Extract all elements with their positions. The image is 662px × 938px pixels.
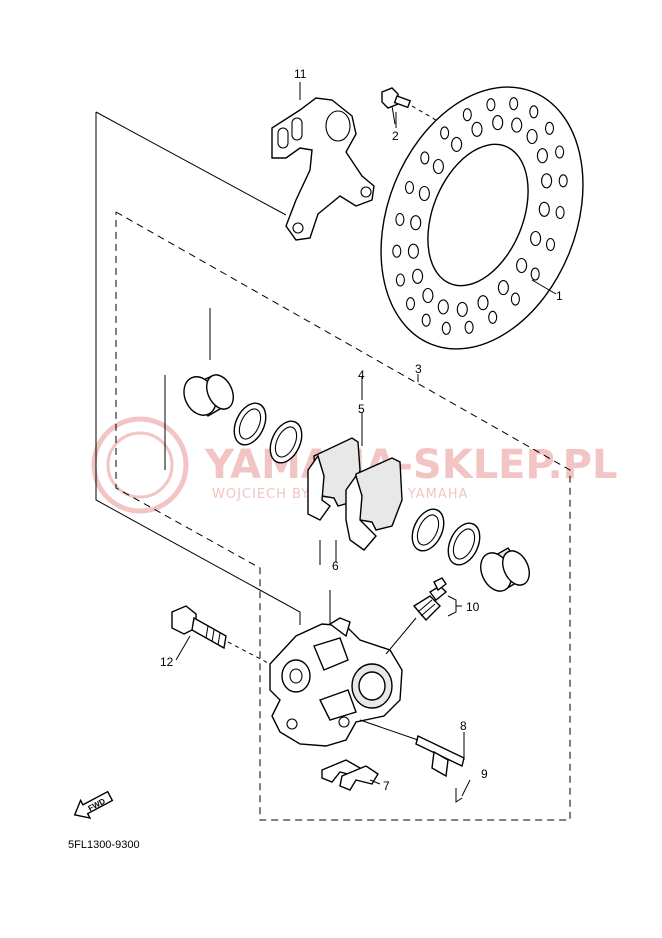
disc-hole <box>432 158 444 175</box>
disc-hole <box>407 243 419 259</box>
label-part-11: 11 <box>294 67 307 81</box>
disc-hole <box>405 297 416 311</box>
brake-pad-2-part[interactable] <box>345 457 403 551</box>
disc-holes <box>392 97 568 335</box>
label-part-2: 2 <box>392 129 399 143</box>
pin-axis <box>359 719 419 741</box>
label-part-3: 3 <box>415 362 422 376</box>
disc-hole <box>486 98 496 112</box>
label-part-6: 6 <box>332 559 339 573</box>
clip-part[interactable] <box>455 788 463 803</box>
seal-ring-3-part[interactable] <box>406 504 450 556</box>
diagram-code: 5FL1300-9300 <box>68 839 140 851</box>
disc-hole <box>516 257 528 274</box>
label-part-10: 10 <box>466 600 480 614</box>
seal-ring-2-part[interactable] <box>264 416 308 468</box>
brake-pad-1-part[interactable] <box>307 437 361 521</box>
disc-bolt-part[interactable] <box>381 87 412 125</box>
piston-left-part[interactable] <box>178 371 239 421</box>
disc-hole <box>395 212 405 227</box>
disc-hole <box>471 121 483 137</box>
bracket-lines-outer <box>95 112 301 625</box>
pad-pin-part[interactable] <box>415 734 465 778</box>
disc-hole <box>464 320 474 334</box>
disc-hole <box>451 136 463 152</box>
disc-hole <box>456 301 468 317</box>
caliper-body-part[interactable] <box>269 617 403 747</box>
label-part-1: 1 <box>556 289 563 303</box>
disc-hole <box>536 148 548 164</box>
disc-hole <box>420 151 430 165</box>
caliper-bolt-part[interactable] <box>171 605 227 650</box>
disc-hole <box>462 108 472 122</box>
disc-hole <box>392 244 402 258</box>
caliper-assembly-outline <box>115 211 571 821</box>
disc-hole <box>530 230 542 247</box>
brake-disc-part[interactable] <box>344 57 620 380</box>
disc-hole <box>510 292 520 306</box>
disc-hole <box>477 295 489 311</box>
bleed-screw-part[interactable] <box>412 577 448 622</box>
disc-hole <box>410 215 422 231</box>
disc-hole <box>412 268 424 284</box>
disc-hole <box>526 128 538 145</box>
disc-hole <box>441 321 451 335</box>
watermark-logo-ring-icon <box>106 431 174 499</box>
disc-hole <box>488 310 498 324</box>
disc-hole <box>511 117 523 133</box>
disc-hole <box>492 115 504 131</box>
disc-hole <box>544 121 555 135</box>
pad-support-part[interactable] <box>321 759 379 791</box>
disc-hole <box>395 273 405 287</box>
disc-hole <box>529 105 539 119</box>
disc-hole <box>437 299 449 315</box>
label-part-8: 8 <box>460 719 467 733</box>
label-part-7: 7 <box>383 779 390 793</box>
seal-ring-4-part[interactable] <box>442 518 486 570</box>
bolt-12-axis <box>227 641 271 665</box>
disc-hole <box>555 205 565 220</box>
disc-hole <box>509 97 519 111</box>
disc-hole <box>440 126 450 140</box>
watermark: YAMAHA-SKLEP.PL WOJCIECH BYCZ | DEALER Y… <box>91 416 617 514</box>
disc-hole <box>422 287 434 304</box>
seal-ring-1-part[interactable] <box>228 398 272 450</box>
disc-hole <box>538 201 550 217</box>
disc-hole <box>545 237 556 252</box>
label-part-5: 5 <box>358 402 365 416</box>
piston-right-part[interactable] <box>475 547 535 596</box>
disc-hole <box>418 185 430 202</box>
disc-hole <box>558 174 568 188</box>
caliper-bracket-part[interactable] <box>271 97 375 241</box>
disc-hole <box>541 173 553 189</box>
disc-hole <box>530 267 540 281</box>
label-part-9: 9 <box>481 767 488 781</box>
watermark-logo-icon <box>91 416 189 514</box>
disc-hole <box>404 180 415 195</box>
bleed-axis <box>385 617 417 655</box>
forward-arrow-icon: FWD <box>73 790 114 820</box>
disc-hole <box>421 313 431 327</box>
label-part-12: 12 <box>160 655 174 669</box>
label-part-4: 4 <box>358 368 365 382</box>
watermark-brand: YAMAHA-SKLEP.PL <box>204 442 617 488</box>
disc-hole <box>555 145 565 159</box>
disc-hole <box>497 280 509 296</box>
leader-bracket-11 <box>95 111 287 216</box>
leader-lines <box>175 82 557 797</box>
part-labels: 11 2 1 3 4 5 6 10 12 8 9 7 <box>160 67 563 793</box>
